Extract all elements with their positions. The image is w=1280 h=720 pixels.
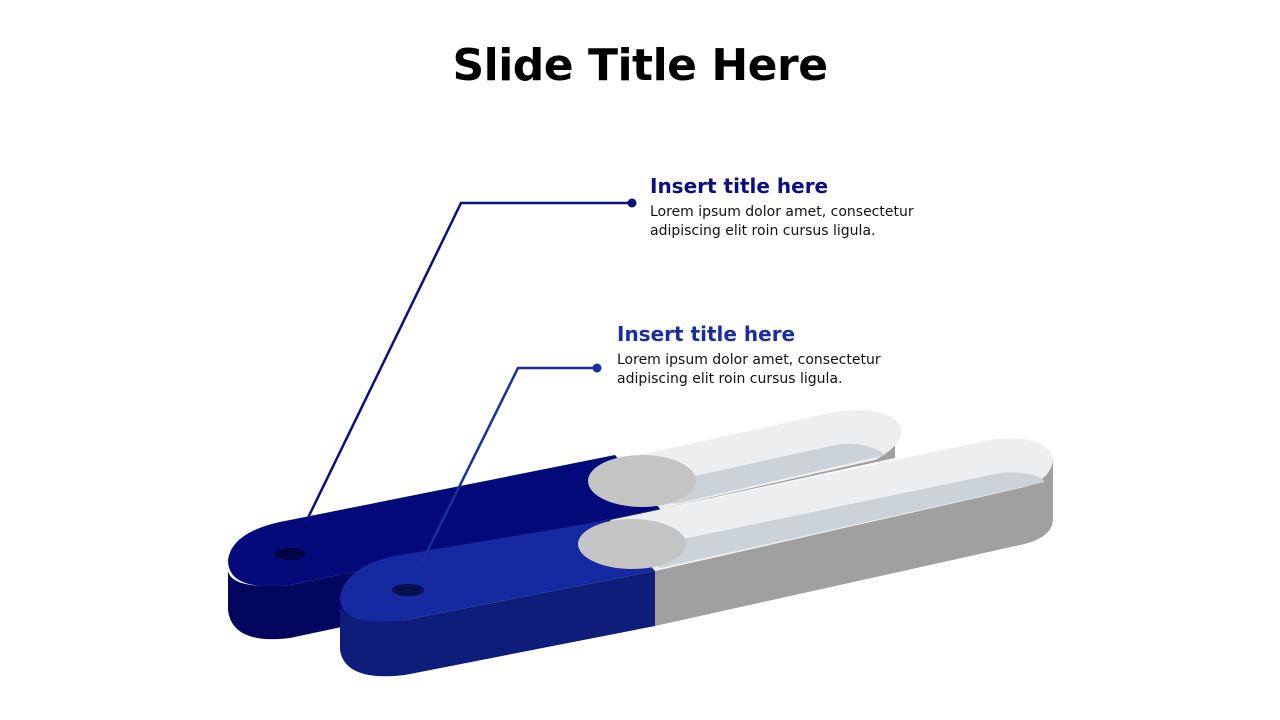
callout-1: Insert title here Lorem ipsum dolor amet… [650, 174, 950, 241]
callout-2: Insert title here Lorem ipsum dolor amet… [617, 322, 917, 389]
bar-2-anchor-dot [392, 584, 424, 596]
callout-1-body: Lorem ipsum dolor amet, consectetur adip… [650, 204, 914, 239]
callout-1-leader-dot [627, 198, 637, 208]
bar-2-cap [578, 519, 686, 569]
bar-2-track-groove [640, 472, 1045, 568]
callout-2-title: Insert title here [617, 322, 796, 346]
bar-2-fill-side [340, 571, 655, 677]
bar-1-fill-top [228, 455, 660, 587]
bar-2-track-side [655, 460, 1053, 626]
bar-1-anchor-dot [274, 548, 306, 560]
callout-1-leader-line [303, 201, 632, 525]
slide-title: Slide Title Here [452, 40, 828, 91]
bar-1-cap [588, 455, 696, 507]
bar-2 [340, 438, 1053, 677]
bar-2-fill-top [340, 520, 655, 622]
callout-2-leader-dot [592, 363, 602, 373]
callout-2-leader-line [420, 366, 597, 563]
callout-1-title: Insert title here [650, 174, 829, 198]
callout-2-body: Lorem ipsum dolor amet, consectetur adip… [617, 352, 881, 387]
bar-1-track-groove [640, 443, 885, 504]
